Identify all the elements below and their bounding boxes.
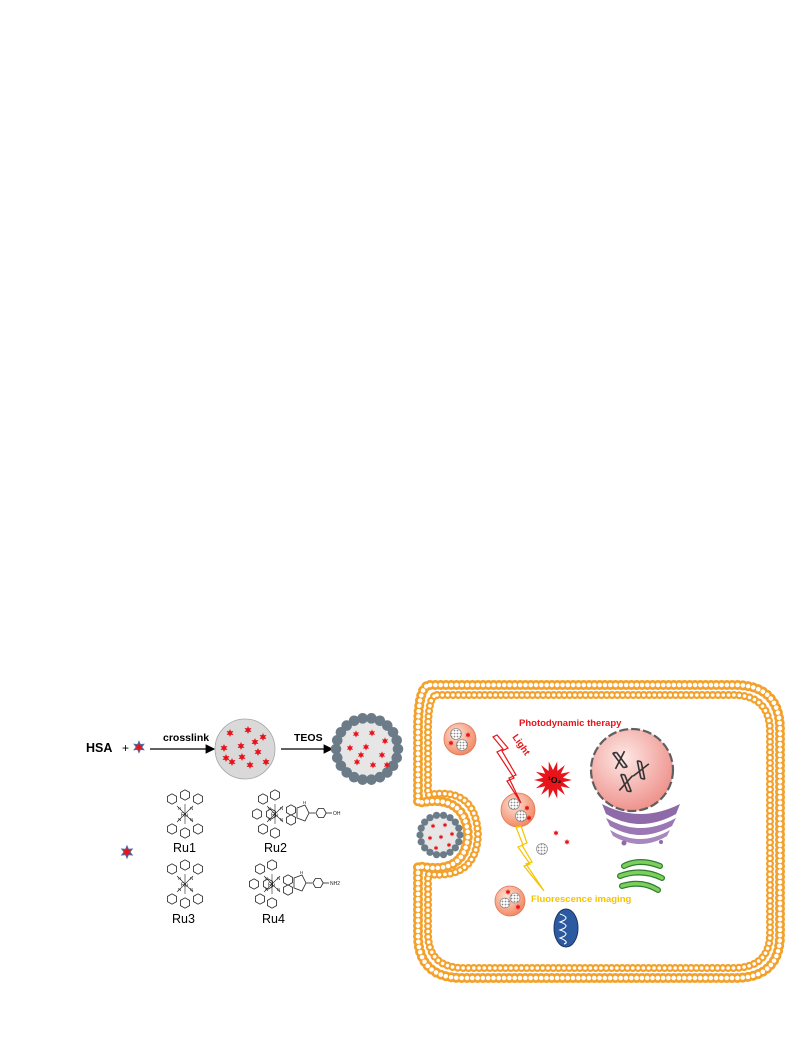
ru2-label: Ru2 <box>264 841 287 855</box>
singlet-oxygen-label: ¹O₂ <box>548 775 561 785</box>
vesicle-bottom <box>495 886 525 916</box>
silica-bead <box>456 831 463 838</box>
silica-bead <box>433 851 440 858</box>
vesicle-top <box>444 723 476 755</box>
ru3-label: Ru3 <box>172 912 195 926</box>
nanoparticle <box>509 799 520 810</box>
mitochondrion <box>554 909 578 947</box>
svg-text:N: N <box>277 876 280 881</box>
svg-text:N: N <box>178 817 181 822</box>
svg-text:NH2: NH2 <box>330 881 340 887</box>
ru3-structure: RuN N N N <box>168 860 203 908</box>
ru-star-icon <box>553 830 558 836</box>
silica-bead <box>421 844 428 851</box>
fluorescence-bolt-icon <box>516 826 544 891</box>
svg-text:N: N <box>178 876 181 881</box>
nanoparticle <box>451 729 462 740</box>
svg-text:OH: OH <box>333 811 341 817</box>
ru4-structure: RuN N N N H NH2 <box>250 860 341 908</box>
ru-complex-star-icon <box>134 742 144 753</box>
silica-bead <box>455 825 462 832</box>
endoplasmic-reticulum <box>620 862 662 890</box>
svg-text:N: N <box>190 876 193 881</box>
ru1-structure: RuN N N N <box>168 790 203 838</box>
cell-diagram: Photodynamic therapy Light ¹O₂ Fluoresce… <box>416 685 780 978</box>
svg-text:N: N <box>178 887 181 892</box>
pdt-label: Photodynamic therapy <box>519 718 622 729</box>
svg-text:N: N <box>280 817 283 822</box>
plus-sign: + <box>122 741 129 755</box>
endocytosed-nanoparticle <box>416 812 463 859</box>
nanoparticle <box>500 898 510 908</box>
svg-text:Ru: Ru <box>181 813 188 819</box>
svg-text:N: N <box>268 817 271 822</box>
svg-text:N: N <box>190 887 193 892</box>
svg-text:N: N <box>277 887 280 892</box>
star-icon <box>134 742 144 753</box>
silica-bead <box>455 838 462 845</box>
svg-text:Ru: Ru <box>268 883 275 889</box>
ru-star-icon <box>564 839 569 845</box>
svg-text:N: N <box>265 876 268 881</box>
silica-bead <box>433 812 440 819</box>
silica-bead <box>391 735 402 746</box>
ru1-label: Ru1 <box>173 841 196 855</box>
crosslink-label: crosslink <box>163 732 209 744</box>
star-icon <box>122 846 132 858</box>
silica-bead <box>440 812 447 819</box>
synthesis-scheme: HSA + crosslink TEOS <box>86 713 403 785</box>
silica-bead <box>418 825 425 832</box>
silica-bead <box>452 819 459 826</box>
svg-text:N: N <box>265 887 268 892</box>
svg-text:N: N <box>178 806 181 811</box>
silica-bead <box>426 814 433 821</box>
svg-text:N: N <box>190 806 193 811</box>
svg-text:Ru: Ru <box>181 883 188 889</box>
singlet-oxygen-burst-icon: ¹O₂ <box>534 761 572 798</box>
released-complexes <box>537 830 570 855</box>
light-label: Light <box>510 732 533 758</box>
silica-coated-nanoparticle <box>331 713 404 785</box>
silica-bead <box>418 838 425 845</box>
silica-bead <box>416 831 423 838</box>
svg-text:H: H <box>303 800 306 805</box>
nucleus <box>591 729 673 811</box>
svg-text:N: N <box>190 817 193 822</box>
svg-text:Ru: Ru <box>271 813 278 819</box>
ru-complex-star-icon <box>122 846 132 858</box>
svg-text:H: H <box>300 870 303 875</box>
nanoparticle <box>510 893 520 903</box>
ru2-structure: RuN N N N H OH <box>253 790 341 838</box>
ru4-label: Ru4 <box>262 912 285 926</box>
silica-bead <box>446 849 453 856</box>
nanoparticle <box>537 844 548 855</box>
nanoparticle <box>457 740 468 751</box>
teos-label: TEOS <box>294 732 323 744</box>
hsa-nanoparticle <box>215 719 275 779</box>
svg-text:N: N <box>280 806 283 811</box>
imaging-label: Fluorescence imaging <box>531 894 632 905</box>
nanoparticle <box>516 811 527 822</box>
hsa-label: HSA <box>86 741 112 755</box>
svg-text:N: N <box>268 806 271 811</box>
silica-bead <box>440 851 447 858</box>
